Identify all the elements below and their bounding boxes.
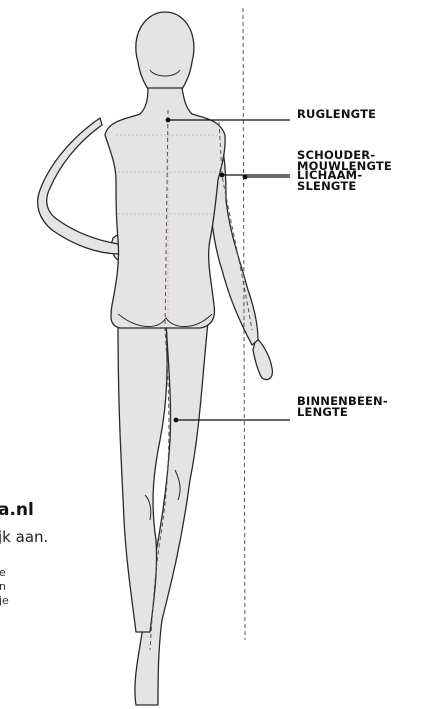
side-fragment-3: je [0, 594, 9, 607]
label-body-length: LICHAAM- SLENGTE [297, 170, 362, 192]
intro-text: jk aan. [0, 528, 48, 546]
brand-text: a.nl [0, 500, 34, 520]
shoulder-sleeve-dot [220, 173, 225, 178]
side-fragment-2: n [0, 580, 6, 593]
label-back-length: RUGLENGTE [297, 109, 376, 120]
figure-body [38, 12, 273, 705]
label-back-length-line-1: RUGLENGTE [297, 109, 376, 120]
body-length-dot [243, 175, 248, 180]
label-inseam-line-2: LENGTE [297, 407, 388, 418]
back-length-dot [166, 118, 171, 123]
inseam-dot [174, 418, 179, 423]
side-fragment-1: e [0, 566, 6, 579]
label-inseam-length: BINNENBEEN- LENGTE [297, 396, 388, 418]
label-body-length-line-2: SLENGTE [297, 181, 362, 192]
